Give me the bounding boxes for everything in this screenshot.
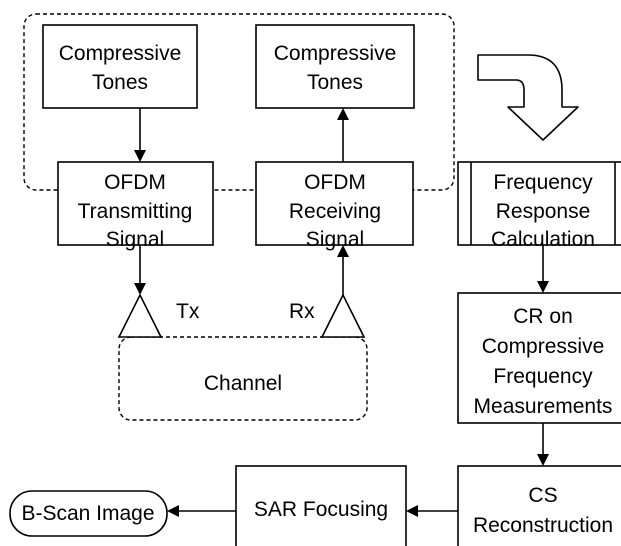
- cr-measurements-line-2: Compressive: [482, 335, 605, 358]
- ofdm-receiving-line-3: Signal: [306, 228, 364, 251]
- ofdm-receiving-box: OFDM Receiving Signal: [255, 161, 414, 251]
- b-scan-image-terminator: B-Scan Image: [9, 490, 168, 537]
- ofdm-transmitting-box: OFDM Transmitting Signal: [57, 161, 214, 251]
- ofdm-transmitting-line-2: Transmitting: [78, 200, 193, 223]
- frequency-response-box: Frequency Response Calculation: [457, 161, 621, 251]
- arrow-sar-to-bscan: [167, 505, 236, 517]
- compressive-tones-rx-line-1: Compressive: [274, 42, 397, 65]
- tones-group-outline: [23, 13, 455, 191]
- tx-antenna: [117, 293, 163, 338]
- cr-measurements-line-1: CR on: [513, 305, 573, 328]
- cs-reconstruction-line-1: CS: [528, 484, 557, 507]
- channel-label: Channel: [204, 372, 282, 395]
- ofdm-receiving-line-1: OFDM: [304, 171, 366, 194]
- cs-reconstruction-line-2: Reconstruction: [473, 514, 613, 537]
- frequency-response-line-3: Calculation: [491, 228, 595, 251]
- arrow-ofdm-rx-to-tones: [337, 108, 349, 162]
- compressive-tones-tx-box: Compressive Tones: [42, 24, 198, 109]
- ofdm-transmitting-line-3: Signal: [106, 228, 164, 251]
- cs-reconstruction-box: CS Reconstruction: [457, 465, 621, 546]
- sar-focusing-label: SAR Focusing: [254, 498, 388, 521]
- arrow-tones-to-ofdm-tx: [134, 108, 146, 162]
- arrow-cr-to-cs: [537, 423, 549, 466]
- sar-focusing-box: SAR Focusing: [235, 465, 407, 546]
- compressive-tones-rx-line-2: Tones: [307, 71, 363, 94]
- arrow-freq-to-cr: [537, 245, 549, 293]
- cr-measurements-line-3: Frequency: [493, 365, 593, 388]
- channel-box: Channel: [118, 336, 368, 421]
- rx-label: Rx: [289, 300, 315, 323]
- compressive-tones-tx-line-2: Tones: [92, 71, 148, 94]
- b-scan-image-label: B-Scan Image: [21, 502, 154, 525]
- arrow-ofdm-tx-to-antenna: [134, 245, 146, 295]
- tx-label: Tx: [176, 300, 200, 323]
- ofdm-transmitting-line-1: OFDM: [104, 171, 166, 194]
- rx-antenna: [320, 293, 366, 338]
- arrow-cs-to-sar: [406, 505, 458, 517]
- compressive-tones-rx-box: Compressive Tones: [255, 24, 415, 109]
- cr-measurements-line-4: Measurements: [474, 395, 613, 418]
- frequency-response-line-2: Response: [496, 200, 591, 223]
- cr-measurements-box: CR on Compressive Frequency Measurements: [457, 292, 621, 424]
- arrow-antenna-to-ofdm-rx: [337, 245, 349, 295]
- curved-flow-arrow: [477, 54, 579, 141]
- compressive-tones-tx-line-1: Compressive: [59, 42, 182, 65]
- ofdm-receiving-line-2: Receiving: [289, 200, 381, 223]
- frequency-response-line-1: Frequency: [493, 171, 593, 194]
